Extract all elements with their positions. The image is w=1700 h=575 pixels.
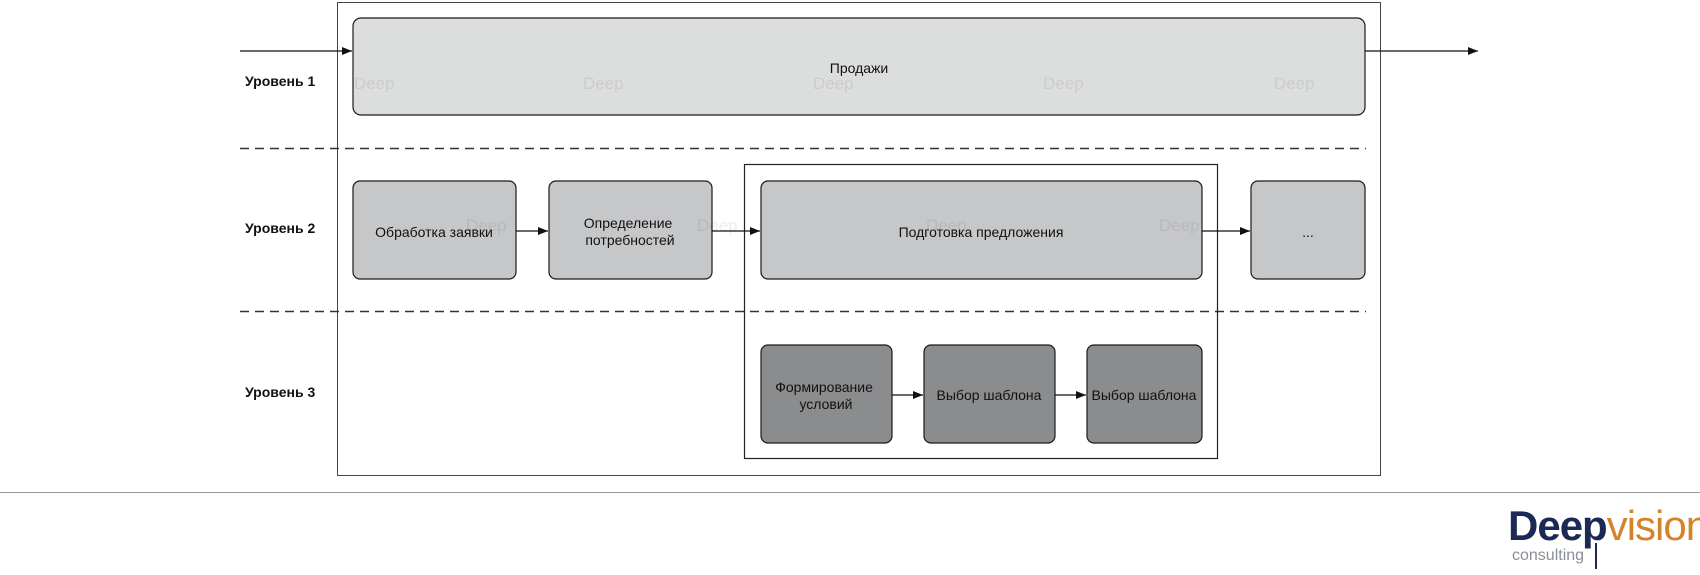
request-processing-box (352, 180, 517, 280)
more-box (1250, 180, 1366, 280)
level-2-label: Уровень 2 (245, 220, 315, 236)
watermark-text: Deep (697, 216, 738, 235)
needs-definition-box (548, 180, 713, 280)
watermark-text: Deep (1043, 74, 1084, 93)
proposal-preparation-label: Подготовка предложения (899, 224, 1064, 240)
logo-subtitle: consulting (1512, 547, 1585, 564)
logo-bar (1595, 543, 1597, 569)
sales-label: Продажи (830, 60, 888, 76)
request-processing-label: Обработка заявки (375, 224, 493, 240)
logo-part-vision: vision (1606, 502, 1700, 549)
watermark-text: Deep (1274, 74, 1315, 93)
terms-forming-line-2: условий (799, 396, 852, 412)
deepvision-logo: Deepvision consulting (1508, 503, 1700, 569)
needs-definition-label: Определение потребностей (584, 215, 676, 248)
watermark-text: Deep (354, 74, 395, 93)
outer-frame (337, 2, 1381, 476)
logo-part-deep: Deep (1508, 502, 1608, 549)
needs-definition-line-1: Определение (584, 215, 673, 231)
watermark-text: Deep (926, 216, 967, 235)
proposal-group-frame (743, 163, 1219, 460)
needs-definition-line-2: потребностей (585, 232, 674, 248)
proposal-preparation-box (760, 180, 1203, 280)
template-choice-2-label: Выбор шаблона (1092, 387, 1197, 403)
terms-forming-box (760, 344, 893, 444)
watermark-text: Deep (466, 216, 507, 235)
logo-wordmark: Deepvision (1508, 503, 1700, 549)
template-choice-2-box (1086, 344, 1203, 444)
sales-box (352, 17, 1366, 116)
watermark: Deep Deep Deep Deep Deep Deep Deep Deep … (354, 74, 1315, 235)
terms-forming-label: Формирование условий (775, 379, 877, 412)
level-1-label: Уровень 1 (245, 73, 315, 89)
template-choice-1-label: Выбор шаблона (937, 387, 1042, 403)
watermark-text: Deep (813, 74, 854, 93)
watermark-text: Deep (1159, 216, 1200, 235)
level-3-label: Уровень 3 (245, 384, 315, 400)
terms-forming-line-1: Формирование (775, 379, 873, 395)
template-choice-1-box (923, 344, 1056, 444)
watermark-text: Deep (583, 74, 624, 93)
more-label: ... (1302, 224, 1314, 240)
